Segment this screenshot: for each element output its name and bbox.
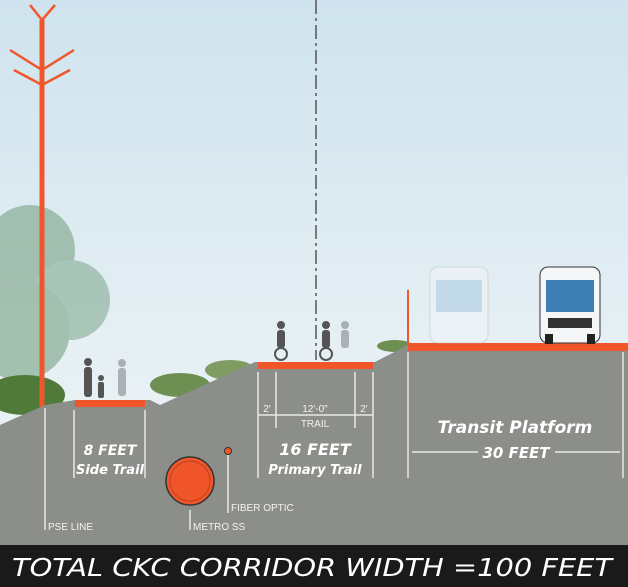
side-trail-name: Side Trail <box>76 463 145 478</box>
side-trail-width: 8 FEET <box>84 443 138 459</box>
footer-band <box>0 545 628 587</box>
trail-left-buffer: 2' <box>263 404 271 415</box>
bus <box>539 266 601 344</box>
dimension-lines <box>44 352 624 530</box>
metro-ss-pipe <box>165 456 215 506</box>
transit-platform-name: Transit Platform <box>438 418 593 438</box>
footer-title: TOTAL CKC CORRIDOR WIDTH =100 FEET <box>12 553 614 582</box>
primary-trail-name: Primary Trail <box>268 463 362 478</box>
metro-ss-pipe-inner <box>169 460 211 502</box>
cyclists <box>274 321 349 361</box>
primary-trail-width: 16 FEET <box>279 440 352 459</box>
fiber-optic-conduit <box>224 447 232 455</box>
pse-line-label: PSE LINE <box>48 522 93 533</box>
power-pole <box>9 4 75 408</box>
trail-right-buffer: 2' <box>360 404 368 415</box>
trail-center-width: 12'-0" <box>302 404 328 415</box>
tree-background <box>0 205 110 380</box>
pedestrians <box>84 358 126 398</box>
transit-platform-width: 30 FEET <box>482 444 551 462</box>
primary-trail-surface <box>258 362 373 369</box>
trail-sub-label: TRAIL <box>301 419 330 430</box>
ground <box>0 345 628 545</box>
metro-ss-label: METRO SS <box>193 522 246 533</box>
fiber-optic-label: FIBER OPTIC <box>231 503 294 514</box>
transit-platform-surface <box>408 343 628 351</box>
bus-ghost <box>429 266 489 344</box>
side-trail-surface <box>75 400 145 407</box>
